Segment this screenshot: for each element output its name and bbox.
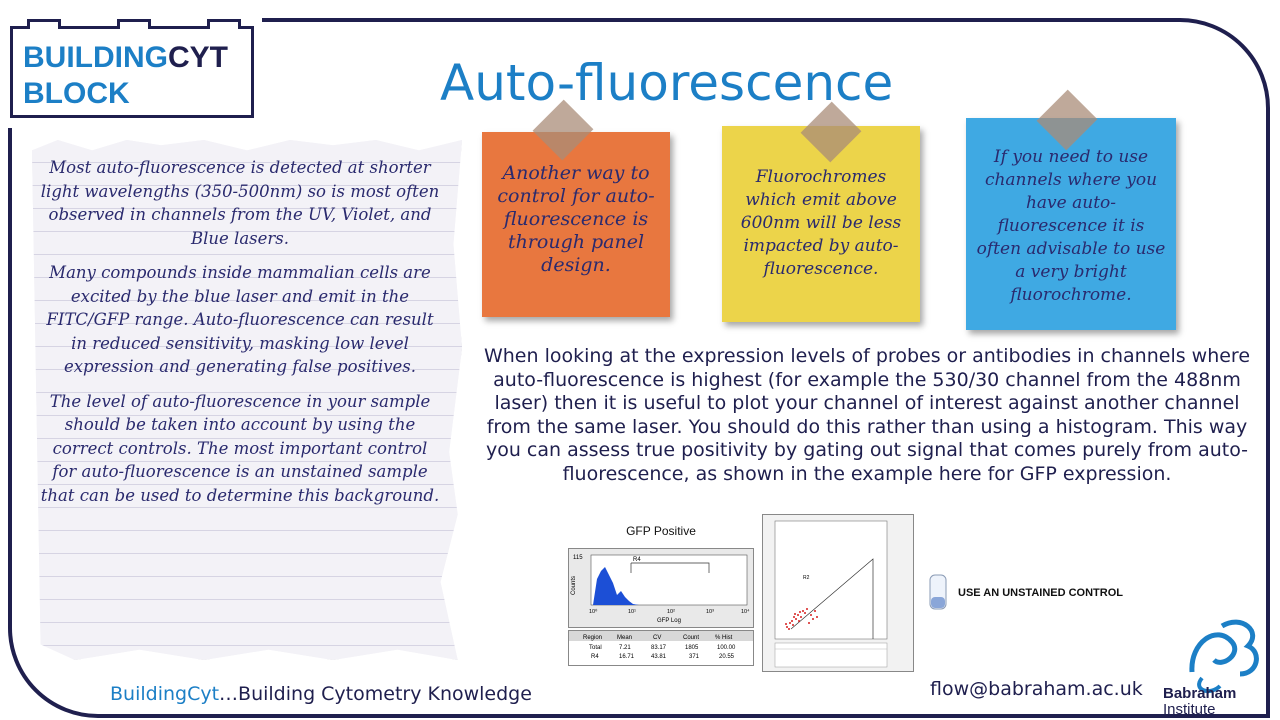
sticky-note-orange: Another way to control for auto-fluoresc… [482,132,670,317]
svg-text:100.00: 100.00 [717,645,736,651]
svg-text:CV: CV [653,635,661,641]
svg-text:83.17: 83.17 [651,645,667,651]
x-tick: 10¹ [628,609,636,615]
gfp-histogram-figure: GFP Positive 115 Counts R4 10⁰ 10¹ 10² 1… [566,520,756,670]
svg-text:Total: Total [589,645,602,651]
institute-line-1: Babraham [1163,685,1237,702]
x-tick: 10⁰ [589,608,598,615]
y-axis-label: Counts [571,576,577,595]
histogram-stats-table: Region Mean CV Count % Hist Total 7.21 8… [568,630,754,666]
buildingcyt-logo: BUILDINGCYT BLOCK [10,19,254,118]
x-tick: 10³ [706,609,714,615]
dotplot: R2 [774,520,888,668]
paper-text: Most auto-fluorescence is detected at sh… [40,156,440,518]
sticky-note-yellow: Fluorochromes which emit above 600nm wil… [722,126,920,322]
footer-tagline: BuildingCyt…Building Cytometry Knowledge [110,683,532,705]
unstained-control-label: USE AN UNSTAINED CONTROL [958,587,1123,599]
gate-label: R2 [803,575,810,581]
footer-tagline-text: …Building Cytometry Knowledge [219,683,532,705]
histogram-panel: 115 Counts R4 10⁰ 10¹ 10² 10³ 10⁴ GFP Lo… [568,548,754,628]
histogram-plot: 115 Counts R4 10⁰ 10¹ 10² 10³ 10⁴ GFP Lo… [571,554,750,624]
main-paragraph: When looking at the expression levels of… [483,345,1251,485]
svg-text:7.21: 7.21 [619,645,631,651]
logo-area: BUILDINGCYT BLOCK [0,0,262,128]
svg-text:16.71: 16.71 [619,654,635,660]
svg-text:43.81: 43.81 [651,654,667,660]
gate-label: R4 [633,557,641,563]
stats-table: Region Mean CV Count % Hist Total 7.21 8… [569,631,753,660]
sticky-note-text: Another way to control for auto-fluoresc… [497,162,655,276]
x-tick: 10² [667,609,675,615]
paper-paragraph-2: Many compounds inside mammalian cells ar… [46,263,434,376]
sticky-note-text: Fluorochromes which emit above 600nm wil… [740,167,902,279]
contact-email[interactable]: flow@babraham.ac.uk [930,678,1143,700]
x-tick: 10⁴ [741,608,750,615]
sticky-note-blue: If you need to use channels where you ha… [966,118,1176,330]
dotplot-panel: R2 [762,514,914,672]
svg-text:371: 371 [689,654,700,660]
svg-text:1805: 1805 [685,645,699,651]
institute-name: Babraham Institute [1163,686,1236,718]
paper-paragraph-3: The level of auto-fluorescence in your s… [40,391,440,505]
logo-building: BUILDING [23,41,168,74]
logo-cyt: CYT [168,41,228,74]
sticky-note-text: If you need to use channels where you ha… [976,147,1166,305]
svg-text:Region: Region [583,635,602,641]
institute-line-2: Institute [1163,701,1216,718]
slide-frame [8,18,1270,718]
paper-paragraph-1: Most auto-fluorescence is detected at sh… [40,158,440,248]
babraham-logo-icon [1189,619,1259,694]
y-max-label: 115 [573,555,583,561]
svg-text:Count: Count [683,635,699,641]
test-tube-icon [929,574,947,610]
gfp-dotplot-figure: R2 [762,514,914,672]
torn-paper-note [32,140,462,660]
svg-text:% Hist: % Hist [715,635,733,641]
svg-text:20.55: 20.55 [719,654,735,660]
logo-block: BLOCK [23,77,130,110]
logo-line-1: BUILDINGCYT [23,43,228,73]
histogram-title: GFP Positive [626,524,696,538]
page-title: Auto-fluorescence [440,54,894,112]
dotplot-events [785,608,818,630]
svg-text:R4: R4 [591,654,599,660]
x-axis-label: GFP Log [657,618,681,624]
footer-brand: BuildingCyt [110,683,220,705]
svg-text:Mean: Mean [617,635,632,641]
